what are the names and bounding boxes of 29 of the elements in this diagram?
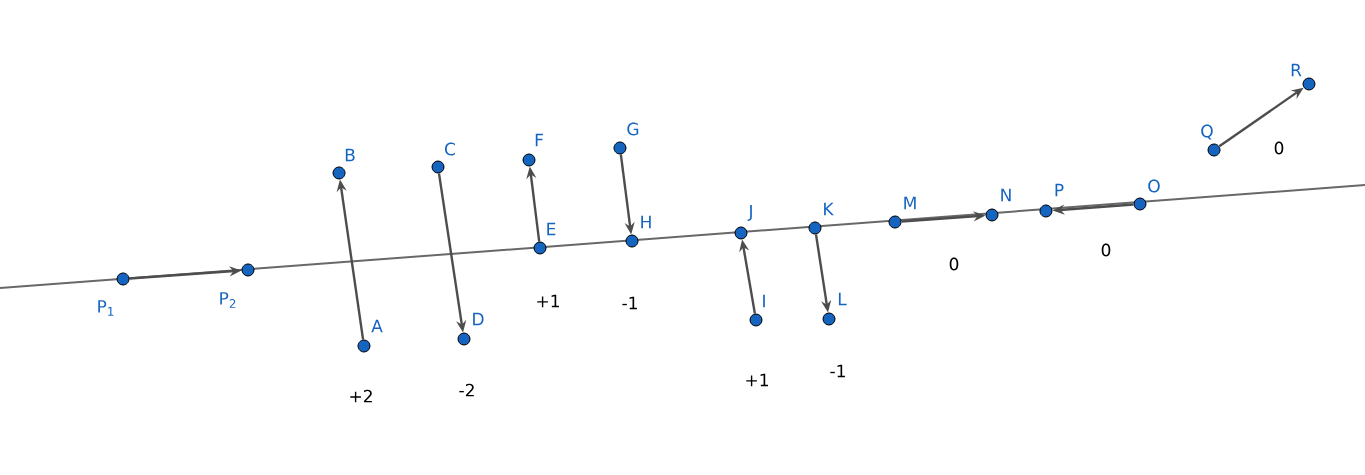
value-label: 0	[949, 257, 959, 271]
value-label: +1	[746, 373, 768, 387]
point-label: J	[747, 205, 752, 221]
point-label: L	[838, 292, 847, 306]
point-label: F	[535, 133, 543, 147]
point-label: G	[627, 122, 639, 136]
value-label: +2	[350, 389, 372, 403]
value-label: 0	[1274, 141, 1284, 155]
point-label: D	[473, 312, 484, 326]
value-label: +1	[537, 294, 559, 308]
point-label: O	[1148, 179, 1160, 193]
point-label: I	[763, 294, 765, 308]
value-label: 0	[1101, 243, 1111, 257]
point-label: P$_{1}$	[98, 300, 114, 316]
value-label: -1	[830, 364, 845, 378]
point-label: A	[371, 319, 383, 333]
point-label: E	[547, 222, 556, 236]
point-label: K	[824, 202, 834, 216]
point-label: R	[1291, 63, 1302, 77]
point-label: N	[1001, 188, 1011, 202]
point-label: C	[445, 142, 455, 156]
point-label: B	[345, 148, 355, 162]
point-label: H	[641, 215, 651, 229]
point-label: P	[1055, 183, 1064, 197]
value-label: -1	[622, 296, 637, 310]
point-label: Q	[1201, 124, 1213, 140]
value-label: -2	[459, 383, 474, 397]
point-label: M	[904, 196, 916, 210]
point-label: P$_{2}$	[220, 292, 236, 308]
